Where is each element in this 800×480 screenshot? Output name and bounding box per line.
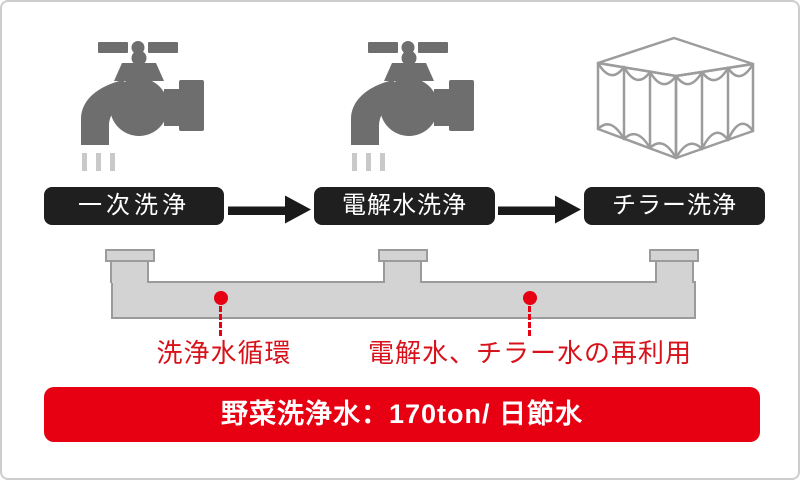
summary-banner: 野菜洗浄水：170ton/ 日節水 bbox=[44, 387, 760, 442]
pipe-connection-dot bbox=[523, 291, 537, 305]
water-drip-marks bbox=[352, 153, 385, 171]
annotation-circulation: 洗浄水循環 bbox=[156, 338, 292, 368]
pipe bbox=[111, 281, 696, 319]
stage-label-primary-wash: 一次洗浄 bbox=[44, 187, 224, 225]
pipe-connection-dot bbox=[214, 291, 228, 305]
water-drip-marks bbox=[82, 153, 115, 171]
arrow-right-icon bbox=[228, 195, 311, 224]
annotation-leader-line bbox=[528, 306, 531, 336]
pipe-riser bbox=[383, 262, 422, 283]
stage-label-chiller-wash: チラー洗浄 bbox=[584, 187, 765, 225]
faucet-icon bbox=[81, 41, 204, 171]
pipe-flange bbox=[649, 249, 699, 262]
faucet-icon bbox=[351, 41, 474, 171]
pipe-riser bbox=[655, 262, 694, 283]
pipe-riser bbox=[110, 262, 149, 283]
chiller-crate-icon bbox=[596, 36, 755, 160]
stage-label-electrolyzed-wash: 電解水洗浄 bbox=[314, 187, 495, 225]
annotation-leader-line bbox=[219, 306, 222, 336]
summary-banner-text: 野菜洗浄水：170ton/ 日節水 bbox=[220, 399, 584, 429]
pipe-flange bbox=[105, 249, 155, 262]
arrow-right-icon bbox=[498, 195, 581, 224]
annotation-reuse: 電解水、チラー水の再利用 bbox=[367, 338, 693, 368]
pipe-flange bbox=[378, 249, 428, 262]
